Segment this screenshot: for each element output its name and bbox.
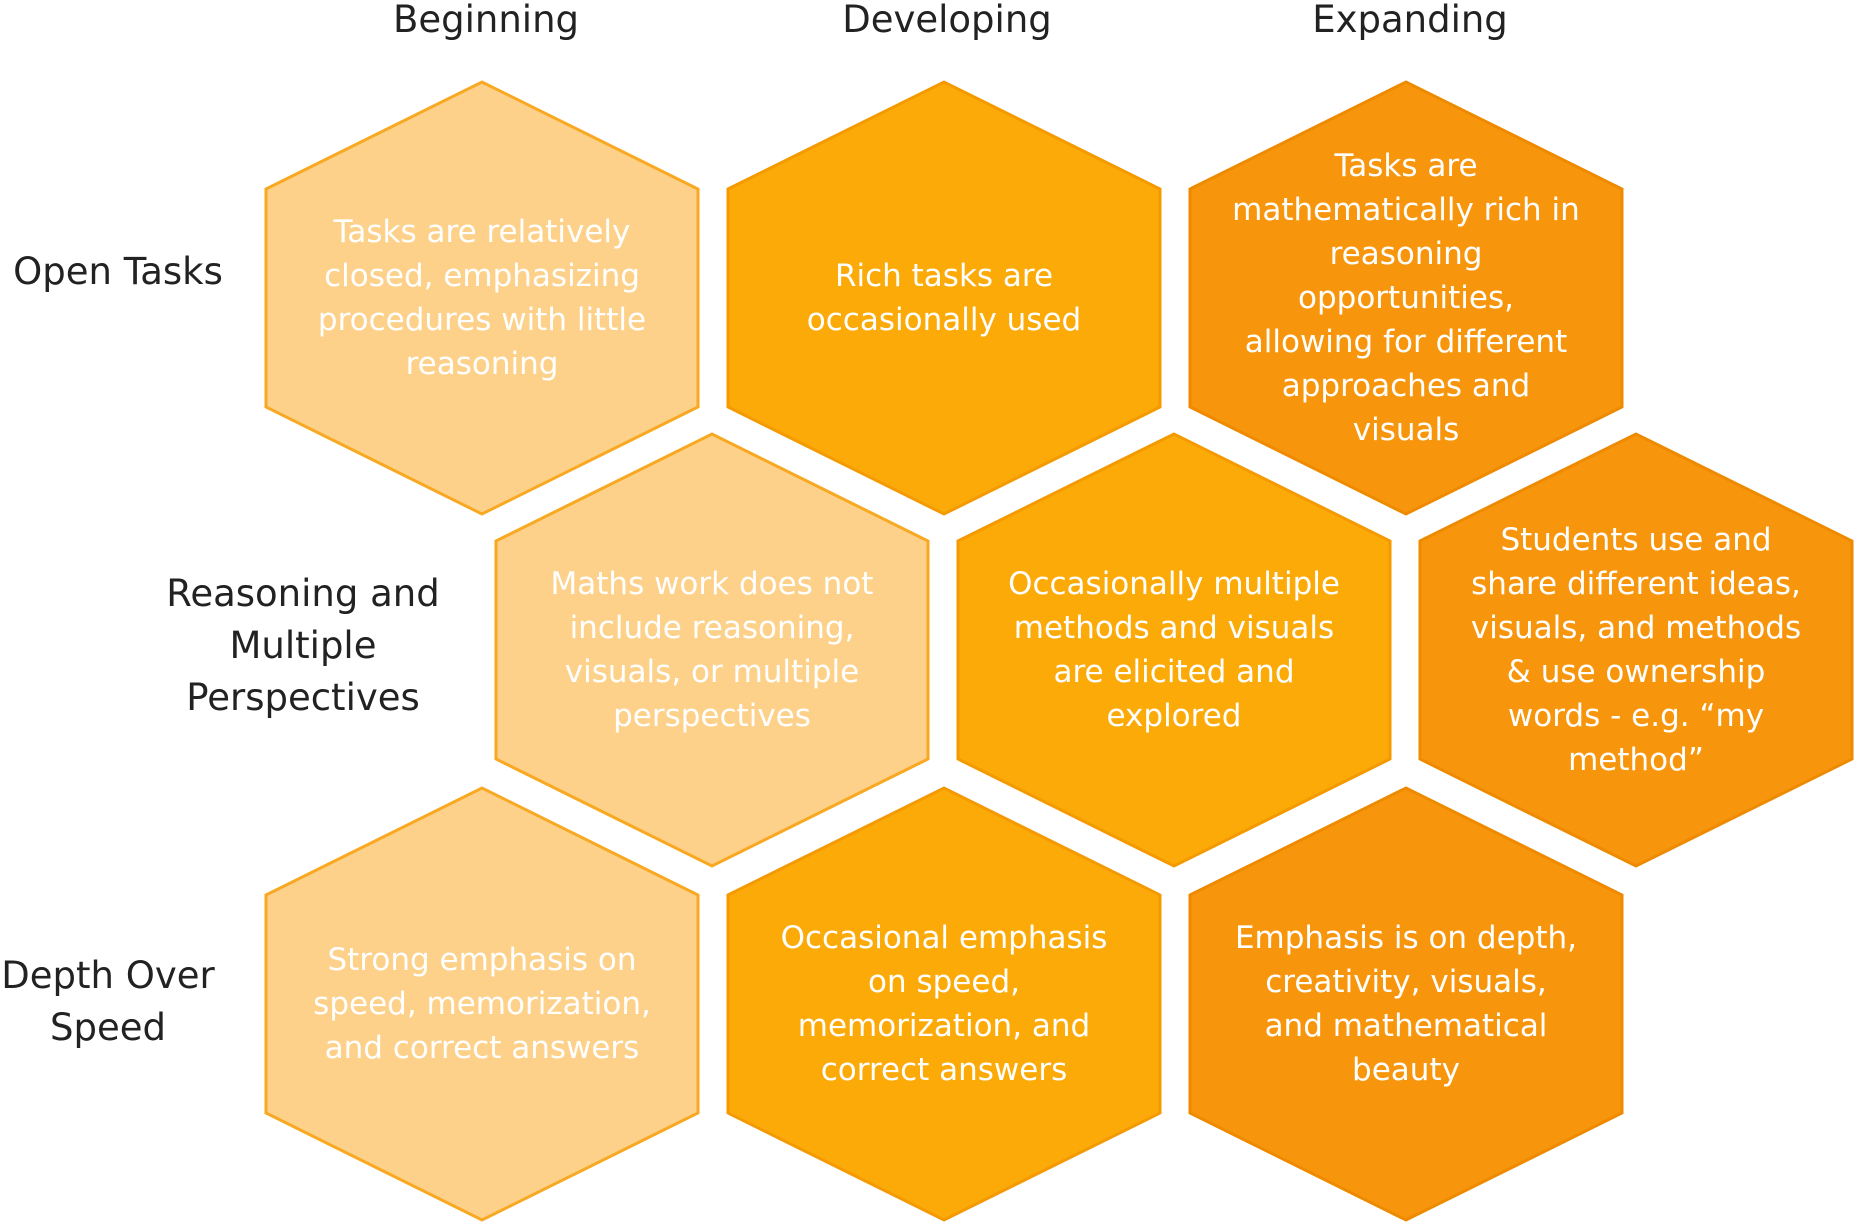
hex-text: Tasks are mathematically rich in reasoni… [1232,148,1580,448]
hex-reasoning-expanding: Students use and share different ideas, … [1418,432,1854,868]
column-header-expanding: Expanding [1312,0,1508,41]
hex-text: Tasks are relatively closed, emphasizing… [317,214,647,382]
hex-text: Occasional emphasis on speed, memorizati… [780,920,1108,1088]
hex-depth-beginning: Strong emphasis on speed, memorization, … [264,786,700,1222]
hexagon-shape [956,432,1392,868]
hexagon-shape [1418,432,1854,868]
hex-depth-developing: Occasional emphasis on speed, memorizati… [726,786,1162,1222]
hexagon-shape [264,786,700,1222]
row-label-reasoning: Reasoning and Multiple Perspectives [166,572,440,719]
hex-text: Emphasis is on depth, creativity, visual… [1234,920,1578,1088]
hex-text: Rich tasks are occasionally used [806,258,1082,338]
hex-depth-expanding: Emphasis is on depth, creativity, visual… [1188,786,1624,1222]
hexagon-shape [494,432,930,868]
hex-text: Strong emphasis on speed, memorization, … [313,942,651,1066]
column-header-beginning: Beginning [392,0,580,41]
hexagon-shape [726,80,1162,516]
hex-text: Occasionally multiple methods and visual… [1008,566,1340,734]
hexagon-shape [1188,80,1624,516]
column-header-developing: Developing [842,0,1052,41]
hex-open-tasks-expanding: Tasks are mathematically rich in reasoni… [1188,80,1624,516]
hex-reasoning-developing: Occasionally multiple methods and visual… [956,432,1392,868]
hex-text: Maths work does not include reasoning, v… [550,566,874,734]
row-label-depth-over-speed: Depth Over Speed [1,954,215,1049]
hex-open-tasks-developing: Rich tasks are occasionally used [726,80,1162,516]
hex-text: Students use and share different ideas, … [1470,522,1802,778]
hexagon-shape [1188,786,1624,1222]
hex-reasoning-beginning: Maths work does not include reasoning, v… [494,432,930,868]
hexagon-shape [726,786,1162,1222]
hexagon-shape [264,80,700,516]
hex-open-tasks-beginning: Tasks are relatively closed, emphasizing… [264,80,700,516]
row-label-open-tasks: Open Tasks [13,250,223,293]
